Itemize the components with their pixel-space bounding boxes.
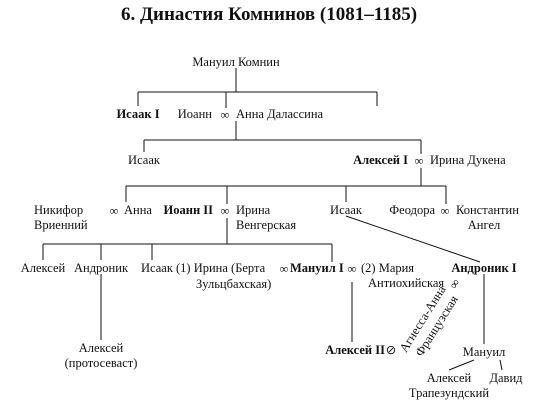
person-nikifor: Никифор	[34, 203, 83, 217]
person-konstantin-angel: Константин	[456, 203, 519, 217]
person-aleksei-1: Алексей I	[353, 153, 408, 167]
person-manuil: Мануил	[463, 345, 506, 359]
page-title: 6. Династия Комнинов (1081–1185)	[120, 4, 418, 25]
person-anna: Анна	[124, 203, 152, 217]
person-mariya-antiokhiiskaya-line: Антиохийская	[368, 276, 444, 290]
person-aleksei-protosevast: Алексей	[79, 341, 124, 355]
person-ioann-2: Иоанн II	[164, 203, 214, 217]
person-david: Давид	[489, 371, 523, 385]
hook-symbol: ⊘	[386, 343, 396, 357]
person-isaak: Исаак	[141, 261, 174, 275]
person-isaak: Исаак	[128, 153, 161, 167]
person-irina-vengerskaya: Ирина	[236, 203, 271, 217]
marriage-symbol: ∞	[110, 204, 119, 218]
person-isaak-1: Исаак I	[116, 107, 159, 121]
marriage-symbol: ∞	[221, 108, 230, 122]
marriage-symbol: ∞	[441, 204, 450, 218]
person-anna-dalassina: Анна Далассина	[236, 107, 324, 121]
person-aleksei: Алексей	[21, 261, 66, 275]
person-mariya-antiokhiiskaya: (2) Мария	[361, 261, 414, 275]
person-vriennii-line: Вриенний	[34, 218, 88, 232]
person-konstantin-angel-line: Ангел	[468, 218, 500, 232]
marriage-symbol: ∞	[446, 276, 463, 291]
person-aleksei-protosevast-line: (протосеваст)	[65, 356, 138, 370]
person-manuil-1: Мануил I	[290, 261, 344, 275]
marriage-symbol: ∞	[348, 262, 357, 276]
marriage-symbol: ∞	[280, 262, 289, 276]
marriage-symbol: ∞	[415, 154, 424, 168]
tree-connectors	[42, 68, 503, 371]
person-aleksei-trapezundskii-line: Трапезундский	[409, 386, 489, 400]
person-irina-berta: (1) Ирина (Берта	[176, 261, 266, 275]
person-ioann: Иоанн	[178, 107, 213, 121]
person-irina-vengerskaya-line: Венгерская	[236, 218, 296, 232]
marriage-symbol: ∞	[221, 204, 230, 218]
person-irina-berta-line: Зульцбахская)	[196, 277, 271, 291]
person-aleksei-2: Алексей II	[325, 343, 385, 357]
person-feodora: Феодора	[389, 203, 435, 217]
person-aleksei-trapezundskii: Алексей	[427, 371, 472, 385]
person-andronik: Андроник	[74, 261, 129, 275]
person-manuil-komnin: Мануил Комнин	[192, 55, 280, 69]
person-andronik-1: Андроник I	[451, 261, 516, 275]
person-irina-dukena: Ирина Дукена	[430, 153, 506, 167]
person-isaak: Исаак	[330, 203, 363, 217]
